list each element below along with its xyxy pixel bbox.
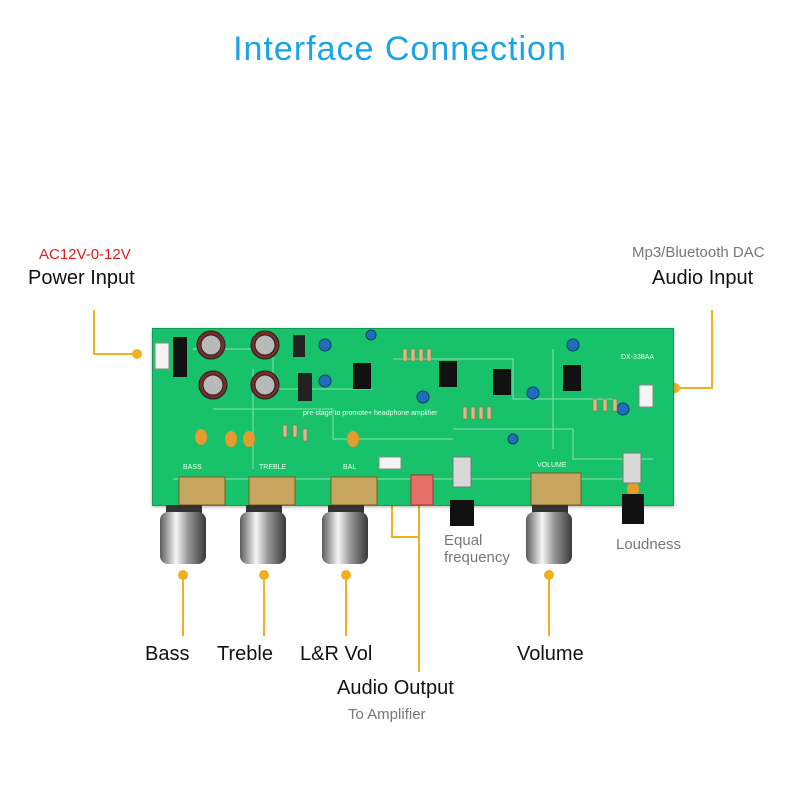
silk-caption: pre-stage to promote+ headphone amplifie… xyxy=(303,410,438,417)
lr-vol-label: L&R Vol xyxy=(300,643,373,665)
treble-knob[interactable] xyxy=(240,505,286,564)
audio-output-label: Audio Output xyxy=(337,677,454,699)
treble-label: Treble xyxy=(217,643,273,665)
power-input-label: Power Input xyxy=(28,267,135,289)
audio-input-label: Audio Input xyxy=(652,267,754,289)
lr-vol-knob[interactable] xyxy=(322,505,368,564)
loudness-label: Loudness xyxy=(616,536,682,553)
volume-label: Volume xyxy=(517,643,584,665)
silk-treble: TREBLE xyxy=(259,464,287,471)
amplifier-board: BASS TREBLE BAL VOLUME DX-338AA pre-stag… xyxy=(152,328,674,506)
silk-bass: BASS xyxy=(183,464,202,471)
volume-knob[interactable] xyxy=(526,505,572,564)
loudness-switch[interactable] xyxy=(622,494,644,524)
power-voltage: AC12V-0-12V xyxy=(39,246,131,263)
silk-bal: BAL xyxy=(343,464,356,471)
silk-model: DX-338AA xyxy=(621,354,654,361)
audio-output-note: To Amplifier xyxy=(348,706,426,723)
bass-label: Bass xyxy=(145,643,190,665)
audio-input-source: Mp3/Bluetooth DAC xyxy=(632,244,765,261)
bass-knob[interactable] xyxy=(160,505,206,564)
page-title: Interface Connection xyxy=(233,30,567,68)
equal-frequency-switch[interactable] xyxy=(450,500,474,526)
silk-volume: VOLUME xyxy=(537,462,567,469)
equal-frequency-label: Equal frequency xyxy=(444,532,510,566)
